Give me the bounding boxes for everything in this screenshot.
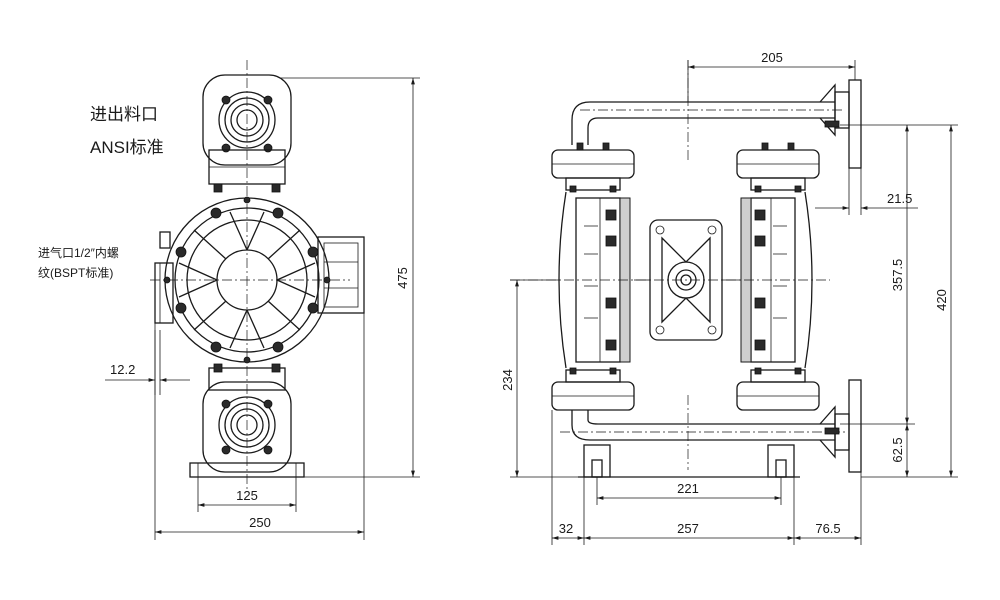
air-valve-block — [317, 236, 365, 314]
dim-475-label: 475 — [395, 267, 410, 289]
top-manifold — [571, 60, 862, 169]
dim-357-5-label: 357.5 — [890, 259, 905, 292]
bottom-flange — [189, 363, 305, 478]
air-inlet-note-line1: 进气口1/2″内螺 — [38, 245, 119, 260]
dim-250-label: 250 — [249, 515, 271, 530]
dim-side-total-height: 420 — [861, 124, 958, 478]
dim-side-lower-flange-height: 62.5 — [890, 424, 909, 477]
dim-side-flange-centers: 357.5 — [840, 124, 915, 425]
dim-205-label: 205 — [761, 50, 783, 65]
dim-21-5-label: 21.5 — [887, 191, 912, 206]
dim-front-offset: 12.2 — [105, 330, 190, 395]
dim-front-base-outer: 250 — [154, 313, 365, 540]
dim-420-label: 420 — [934, 289, 949, 311]
dim-side-base-inner: 221 — [596, 477, 782, 505]
dim-side-bottom-chain: 32 257 76.5 — [551, 410, 862, 545]
lower-right-valve — [736, 367, 820, 411]
feet — [578, 444, 800, 478]
dim-front-base-inner: 125 — [197, 477, 297, 512]
side-view: 205 21.5 357.5 420 62.5 — [500, 50, 958, 545]
dim-62-5-label: 62.5 — [890, 437, 905, 462]
dim-234-label: 234 — [500, 369, 515, 391]
bottom-manifold — [560, 379, 862, 473]
center-air-motor — [510, 219, 830, 341]
main-housing — [150, 196, 350, 364]
inlet-outlet-note-line1: 进出料口 — [90, 105, 158, 124]
dim-221-label: 221 — [677, 481, 699, 496]
left-bracket — [154, 231, 174, 324]
top-flange — [202, 74, 292, 193]
front-view: 475 12.2 125 250 进出料口 ANSI标准 进气口1/2″内螺 — [38, 60, 420, 540]
dim-12-2-label: 12.2 — [110, 362, 135, 377]
dim-125-label: 125 — [236, 488, 258, 503]
dim-side-flange-offset: 21.5 — [815, 168, 918, 215]
dim-257-label: 257 — [677, 521, 699, 536]
dim-side-center-height: 234 — [500, 279, 578, 478]
upper-right-valve — [736, 142, 820, 193]
air-inlet-note-line2: 纹(BSPT标准) — [38, 266, 113, 280]
dim-front-height: 475 — [280, 77, 420, 478]
dim-side-top-offset: 205 — [687, 50, 856, 102]
lower-left-valve — [551, 367, 635, 411]
upper-left-valve — [551, 142, 635, 193]
dim-76-5-label: 76.5 — [815, 521, 840, 536]
dim-32-label: 32 — [559, 521, 573, 536]
inlet-outlet-note-line2: ANSI标准 — [90, 138, 164, 157]
